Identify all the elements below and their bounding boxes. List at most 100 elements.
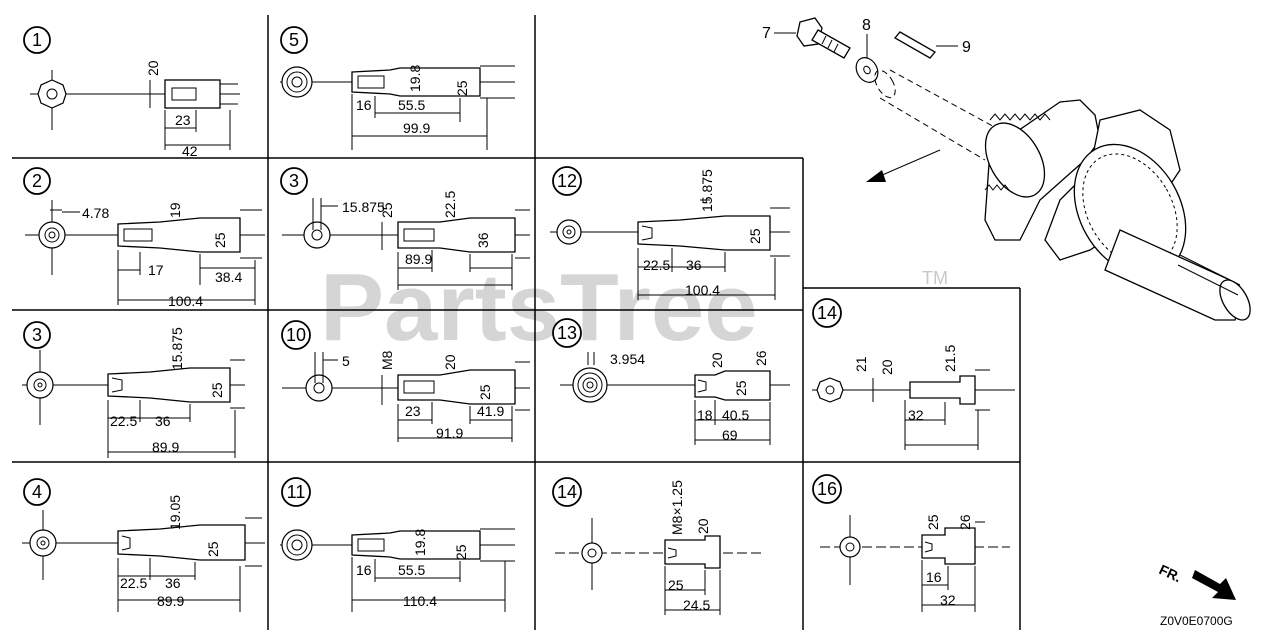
shaft-profile <box>117 524 246 561</box>
watermark: PartsTree <box>320 254 758 361</box>
svg-text:20: 20 <box>879 359 895 375</box>
svg-text:25: 25 <box>212 232 228 248</box>
svg-text:M8: M8 <box>379 350 395 370</box>
shaft-profile <box>351 530 481 560</box>
cell-11: 11 19.8 25 16 55.5 110.4 <box>280 477 515 612</box>
svg-text:23: 23 <box>405 403 421 419</box>
svg-text:42: 42 <box>182 143 198 159</box>
cell-number: 14 <box>557 482 577 502</box>
shaft-profile <box>694 370 771 401</box>
shaft-end-view <box>29 529 57 557</box>
shaft-end-view <box>281 66 313 98</box>
cell-6: 3 15.875 25 22.5 36 89.9 <box>280 167 530 290</box>
shaft-profile <box>397 369 516 405</box>
gear-end-view <box>816 377 844 403</box>
svg-text:41.9: 41.9 <box>477 403 504 419</box>
cell-number: 16 <box>817 479 837 499</box>
svg-text:25: 25 <box>209 382 225 398</box>
cell-number-badge <box>280 26 308 54</box>
grid-lines <box>12 15 1021 630</box>
svg-text:110.4: 110.4 <box>403 593 437 609</box>
cell-number-badge <box>23 321 51 349</box>
svg-text:15.875: 15.875 <box>342 199 385 215</box>
svg-text:16: 16 <box>356 562 372 578</box>
svg-text:26: 26 <box>957 514 973 530</box>
shaft-end-view <box>281 529 313 561</box>
svg-text:36: 36 <box>155 413 171 429</box>
svg-text:25: 25 <box>205 541 221 557</box>
crankshaft-assembly: 7 8 9 <box>762 17 1251 321</box>
woodruff-key <box>894 31 936 59</box>
svg-text:M8×1.25: M8×1.25 <box>669 480 685 535</box>
cell-1: 1 20 23 42 <box>23 26 240 159</box>
svg-text:21: 21 <box>853 356 869 372</box>
washer <box>855 57 879 83</box>
cell-number-badge <box>23 167 51 195</box>
cell-number-badge <box>281 477 311 507</box>
svg-text:25: 25 <box>925 514 941 530</box>
cell-number: 13 <box>557 323 577 343</box>
svg-text:22.5: 22.5 <box>110 413 137 429</box>
cell-number: 3 <box>289 171 299 191</box>
cell-number-badge <box>281 320 311 350</box>
cell-number-badge <box>280 167 308 195</box>
cell-10: 10 5 M8 20 25 23 41.9 91.9 <box>281 320 530 442</box>
shaft-profile <box>637 215 771 251</box>
watermark-tm: TM <box>922 268 948 288</box>
svg-text:25: 25 <box>733 380 749 396</box>
front-direction-indicator: FR. <box>1157 561 1236 600</box>
shaft-end-view <box>556 219 582 245</box>
cell-5: 5 19.8 25 16 55.5 99.9 <box>280 26 515 150</box>
cell-number: 12 <box>557 171 577 191</box>
cell-4: 4 19.05 25 22.5 36 89.9 <box>22 478 265 612</box>
gear-end-view <box>37 79 67 109</box>
shaft-profile <box>397 217 516 253</box>
svg-text:19.8: 19.8 <box>407 65 423 92</box>
shaft-end-view <box>581 542 603 564</box>
cell-15: 14 20 21 21.5 32 <box>812 298 1015 450</box>
cell-number-badge <box>812 298 842 328</box>
svg-text:15.875: 15.875 <box>699 169 715 212</box>
shaft-end-view <box>38 221 66 249</box>
svg-text:4.78: 4.78 <box>82 205 109 221</box>
cell-13: 13 3.954 20 26 25 18 40.5 69 <box>552 318 790 445</box>
svg-text:24.5: 24.5 <box>683 597 710 613</box>
callout-7: 7 <box>762 25 771 42</box>
crankshaft <box>984 99 1251 321</box>
svg-text:20: 20 <box>709 352 725 368</box>
diagram-code: Z0V0E0700G <box>1160 614 1233 628</box>
bolt <box>796 17 851 59</box>
cell-number-badge <box>23 26 51 54</box>
cell-number-badge <box>812 474 842 504</box>
svg-text:22.5: 22.5 <box>442 191 458 218</box>
svg-text:20: 20 <box>145 60 161 76</box>
svg-text:26: 26 <box>753 350 769 366</box>
svg-text:22.5: 22.5 <box>120 575 147 591</box>
cell-number: 10 <box>286 325 306 345</box>
svg-text:89.9: 89.9 <box>152 439 179 455</box>
svg-text:16: 16 <box>356 97 372 113</box>
shaft-profile <box>921 527 976 565</box>
svg-text:19.05: 19.05 <box>167 495 183 530</box>
shaft-end-view <box>26 371 54 399</box>
svg-text:21.5: 21.5 <box>942 345 958 372</box>
cell-3: 3 15.875 25 22.5 36 89.9 <box>22 321 245 458</box>
svg-text:55.5: 55.5 <box>398 97 425 113</box>
svg-text:22.5: 22.5 <box>643 257 670 273</box>
svg-text:32: 32 <box>940 592 956 608</box>
shaft-profile <box>351 67 481 97</box>
cell-number-badge <box>552 477 582 507</box>
svg-text:36: 36 <box>165 575 181 591</box>
cell-number: 5 <box>289 30 299 50</box>
svg-text:15.875: 15.875 <box>169 327 185 370</box>
svg-text:25: 25 <box>747 228 763 244</box>
svg-text:100.4: 100.4 <box>685 282 720 298</box>
svg-text:25: 25 <box>453 544 469 560</box>
cell-number: 1 <box>32 30 42 50</box>
svg-text:18: 18 <box>697 407 713 423</box>
svg-text:25: 25 <box>379 202 395 218</box>
shaft-profile <box>909 375 976 405</box>
callout-8: 8 <box>862 17 871 34</box>
svg-text:20: 20 <box>695 518 711 534</box>
